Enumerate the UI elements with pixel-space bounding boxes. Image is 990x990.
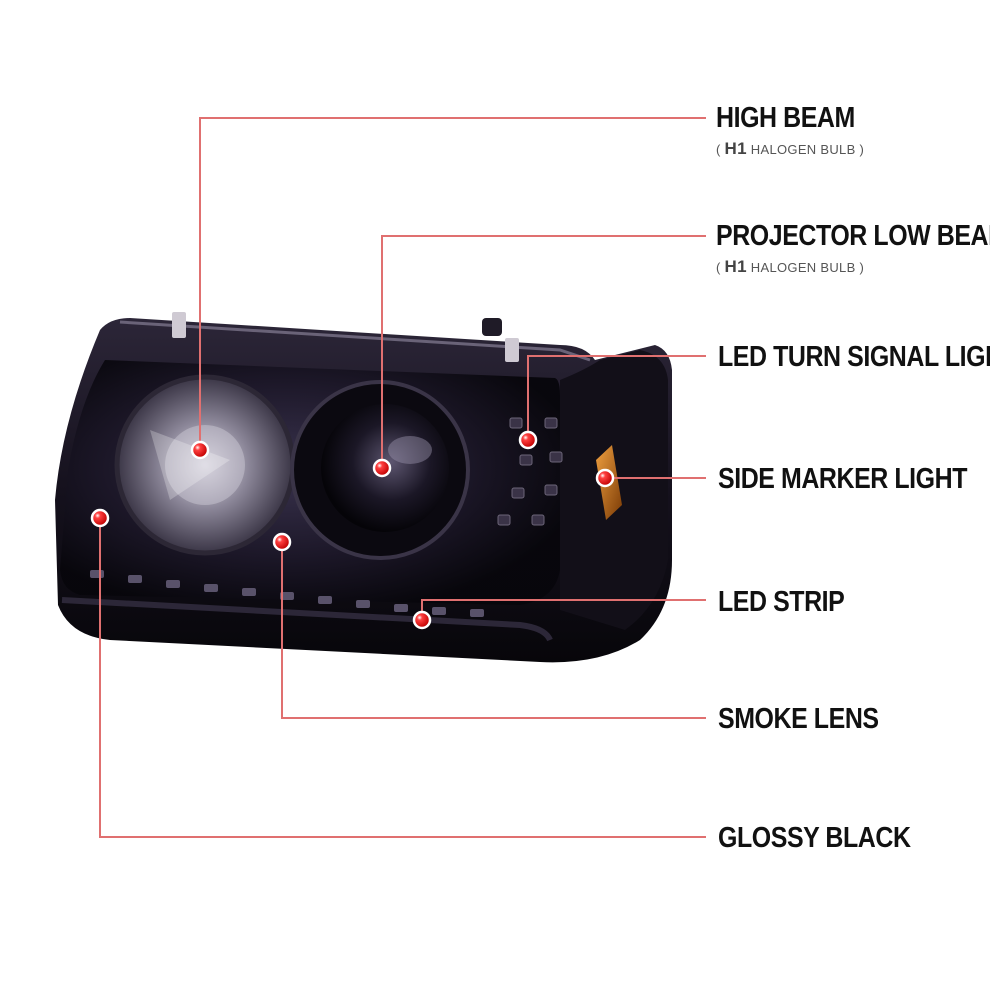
callout-led-strip: LED STRIP xyxy=(718,588,865,617)
callout-side-marker: SIDE MARKER LIGHT xyxy=(718,465,990,494)
mount-tab-right xyxy=(505,338,519,362)
callout-title: PROJECTOR LOW BEAM xyxy=(716,220,990,252)
callout-glossy-black: GLOSSY BLACK xyxy=(718,824,942,853)
adjuster-knob xyxy=(482,318,502,336)
callout-subtitle: ( H1 HALOGEN BULB ) xyxy=(716,257,865,276)
callout-subtitle: ( H1 HALOGEN BULB ) xyxy=(716,139,865,158)
callout-led-turn-signal: LED TURN SIGNAL LIGHT xyxy=(718,343,990,372)
dot-led-strip xyxy=(412,610,432,630)
callout-title: SIDE MARKER LIGHT xyxy=(718,463,968,495)
turn-signal-led-array xyxy=(497,417,563,526)
dot-smoke-lens xyxy=(272,532,292,552)
dot-turn-signal xyxy=(518,430,538,450)
callout-projector-low-beam: PROJECTOR LOW BEAM ( H1 HALOGEN BULB ) xyxy=(716,222,990,277)
mount-tab-left xyxy=(172,312,186,338)
dot-side-marker xyxy=(595,468,615,488)
callout-high-beam: HIGH BEAM ( H1 HALOGEN BULB ) xyxy=(716,104,877,159)
callout-title: SMOKE LENS xyxy=(718,703,879,735)
dot-high-beam xyxy=(190,440,210,460)
leader-lines xyxy=(99,117,706,838)
callout-title: LED TURN SIGNAL LIGHT xyxy=(718,341,990,373)
dot-glossy-black xyxy=(90,508,110,528)
led-strip-channel xyxy=(61,597,553,642)
dot-projector xyxy=(372,458,392,478)
led-strip xyxy=(90,570,484,617)
marker-dots xyxy=(90,430,615,630)
callout-title: LED STRIP xyxy=(718,586,845,618)
callout-title: GLOSSY BLACK xyxy=(718,822,911,854)
callout-smoke-lens: SMOKE LENS xyxy=(718,705,905,734)
callout-title: HIGH BEAM xyxy=(716,102,855,134)
